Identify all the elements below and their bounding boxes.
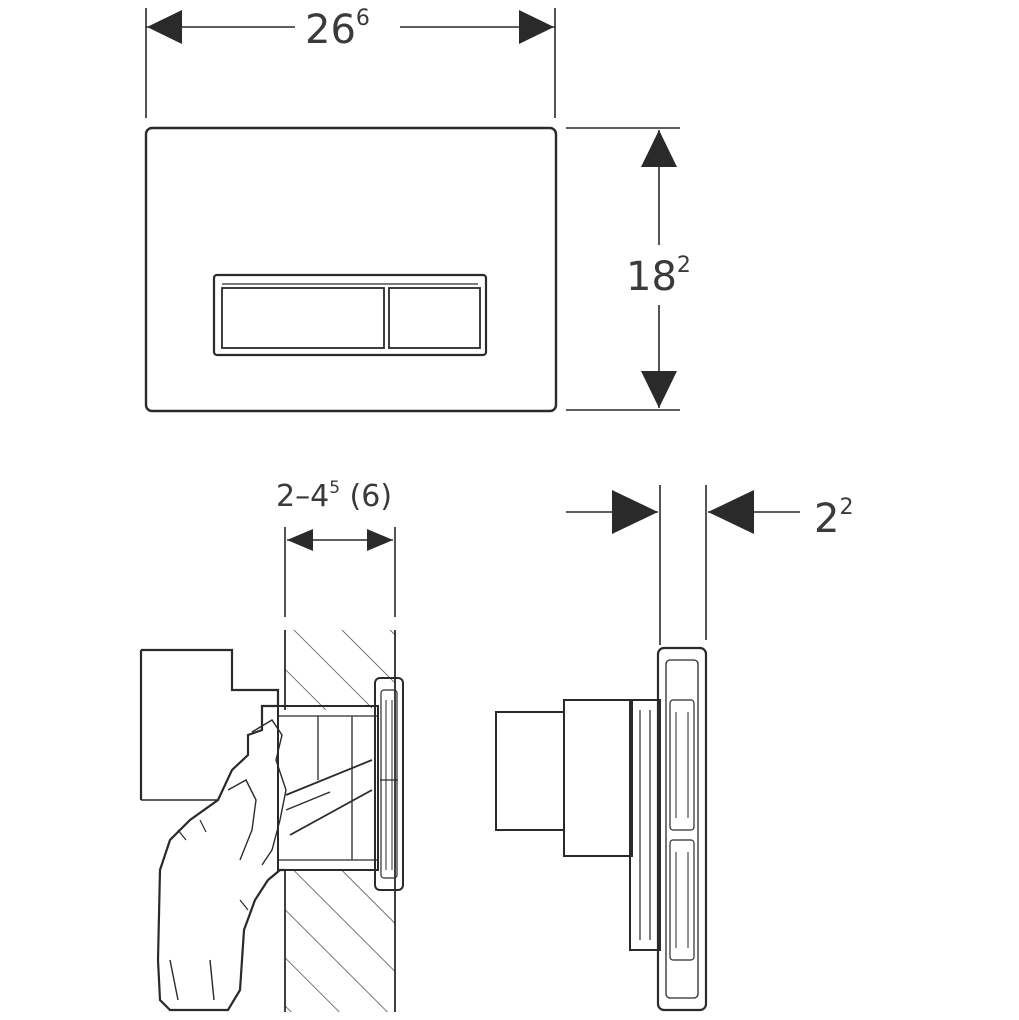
arrow-left-icon bbox=[147, 10, 182, 44]
wall-thickness-value: 2–4 bbox=[276, 479, 329, 514]
plate-depth-value: 2 bbox=[814, 496, 839, 542]
flush-plate-side bbox=[656, 646, 708, 1012]
wall-thickness-superscript: 5 bbox=[329, 478, 340, 498]
arrow-right-icon bbox=[612, 490, 658, 534]
arrow-left-icon bbox=[287, 529, 313, 551]
small-flush-button bbox=[388, 287, 481, 349]
width-label: 266 bbox=[305, 6, 370, 53]
actuator-frame bbox=[629, 699, 661, 951]
mounting-box bbox=[277, 705, 379, 871]
front-view: 266 182 bbox=[144, 6, 691, 413]
plate-depth-superscript: 2 bbox=[839, 495, 853, 520]
arrow-down-icon bbox=[641, 371, 677, 408]
mounted-plate-side bbox=[374, 677, 404, 891]
arrow-right-icon bbox=[367, 529, 393, 551]
flush-plate-front bbox=[144, 126, 558, 413]
height-superscript: 2 bbox=[677, 253, 691, 278]
plate-depth-dimension: 22 bbox=[566, 485, 853, 645]
actuator-block-front bbox=[563, 699, 633, 857]
arrow-left-icon bbox=[708, 490, 754, 534]
width-dimension: 266 bbox=[145, 6, 556, 118]
height-value: 18 bbox=[626, 254, 677, 300]
height-dimension: 182 bbox=[566, 127, 691, 411]
height-label: 182 bbox=[626, 253, 691, 300]
width-superscript: 6 bbox=[356, 6, 370, 31]
installation-section: 2–45 (6) bbox=[139, 478, 404, 1012]
wall-thickness-suffix: (6) bbox=[340, 479, 392, 514]
large-flush-button bbox=[221, 287, 385, 349]
cistern-frame bbox=[141, 648, 285, 1012]
dual-flush-button bbox=[212, 273, 488, 357]
wall-thickness-label: 2–45 (6) bbox=[276, 478, 392, 514]
arrow-up-icon bbox=[641, 130, 677, 167]
width-value: 26 bbox=[305, 7, 356, 53]
arrow-right-icon bbox=[519, 10, 554, 44]
plate-depth-label: 22 bbox=[814, 495, 853, 542]
wall-section bbox=[284, 630, 396, 1012]
side-detail: 22 bbox=[495, 485, 853, 1012]
wall-thickness-dimension: 2–45 (6) bbox=[276, 478, 396, 617]
actuator-block-rear bbox=[495, 711, 565, 831]
